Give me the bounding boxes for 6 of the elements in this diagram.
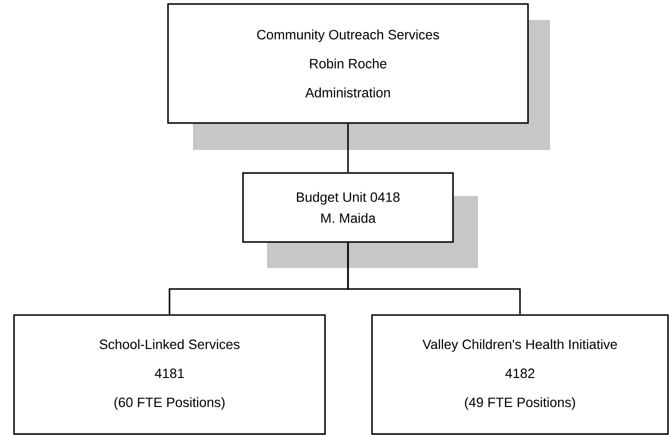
org-box: Valley Children's Health Initiative 4182 (49 FTE Positions) — [371, 314, 669, 435]
org-box: Budget Unit 0418 M. Maida — [242, 172, 454, 243]
org-box: School-Linked Services 4181 (60 FTE Positions) — [13, 314, 326, 435]
connector-line — [347, 124, 349, 172]
connector-line — [347, 242, 521, 314]
org-box: Community Outreach Services Robin Roche Administration — [167, 3, 529, 124]
